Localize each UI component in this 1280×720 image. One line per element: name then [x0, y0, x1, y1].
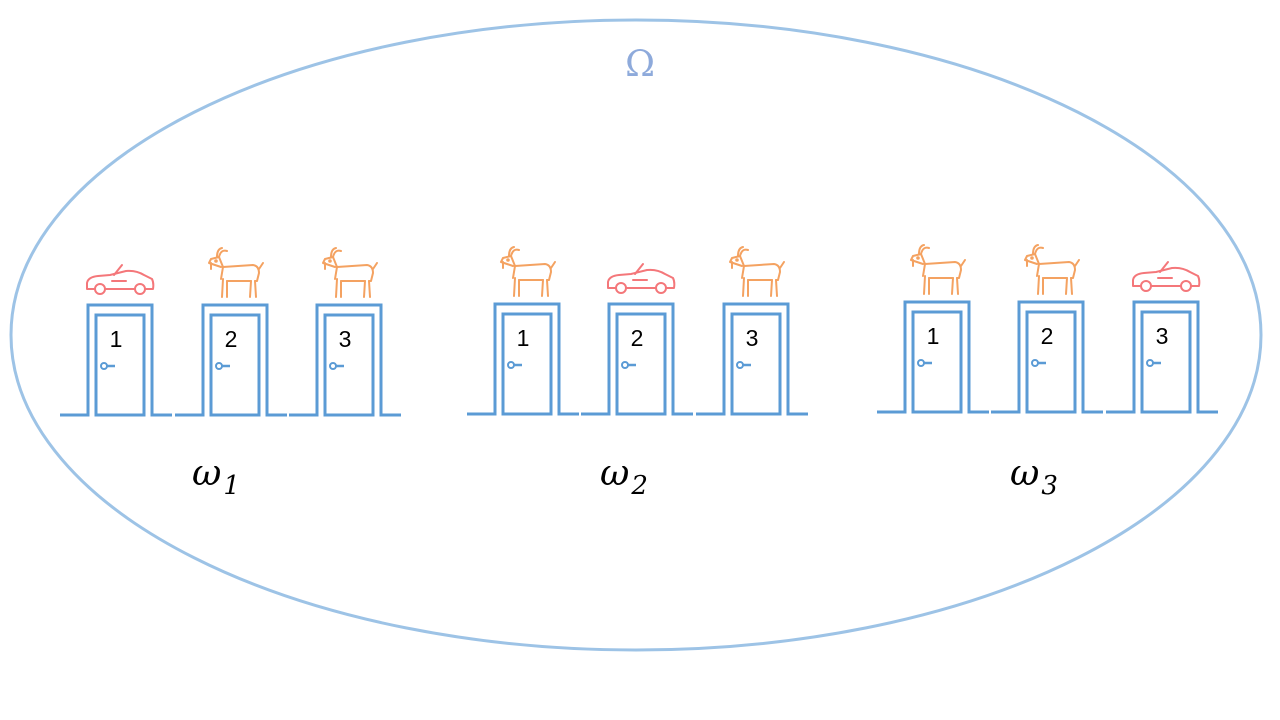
- outcome-label: ω2: [600, 453, 648, 501]
- door-number: 2: [1041, 323, 1054, 349]
- door-number: 1: [517, 325, 530, 351]
- door-3: 3: [696, 246, 808, 416]
- door-panel: [501, 312, 553, 416]
- door-frame: [289, 303, 401, 417]
- door-knob: [1031, 359, 1039, 367]
- door-frame: [696, 302, 808, 416]
- door-3: 3: [1106, 261, 1218, 414]
- car-icon: [607, 263, 676, 294]
- door-1: 1: [60, 264, 172, 417]
- door-number: 3: [1156, 323, 1169, 349]
- door-2: 2: [175, 247, 287, 417]
- door-knob: [917, 359, 925, 367]
- car-icon: [86, 264, 155, 295]
- door-panel: [615, 312, 667, 416]
- door-1: 1: [877, 244, 989, 414]
- door-panel: [1140, 310, 1192, 414]
- outcome-label-symbol: ω: [600, 453, 629, 494]
- door-knob: [215, 362, 223, 370]
- door-knob: [1146, 359, 1154, 367]
- outcome-label-symbol: ω: [192, 453, 221, 494]
- door-frame: [991, 300, 1103, 414]
- door-knob: [100, 362, 108, 370]
- outcome-label: ω1: [192, 453, 240, 501]
- door-knob: [329, 362, 337, 370]
- door-panel: [911, 310, 963, 414]
- goat-icon: [1024, 244, 1080, 295]
- door-frame: [467, 302, 579, 416]
- door-frame: [1106, 300, 1218, 414]
- outcome-label: ω3: [1010, 453, 1058, 501]
- door-number: 1: [927, 323, 940, 349]
- door-frame: [60, 303, 172, 417]
- goat-icon: [910, 244, 966, 295]
- outcome-label-subscript: 2: [630, 471, 648, 501]
- door-panel: [209, 313, 261, 417]
- door-frame: [175, 303, 287, 417]
- goat-icon: [500, 246, 556, 297]
- sample-space-label: Ω: [625, 44, 655, 85]
- goat-icon: [729, 246, 785, 297]
- door-number: 1: [110, 326, 123, 352]
- door-frame: [581, 302, 693, 416]
- door-2: 2: [581, 263, 693, 416]
- door-1: 1: [467, 246, 579, 416]
- door-number: 3: [339, 326, 352, 352]
- outcome-label-subscript: 3: [1041, 471, 1058, 501]
- outcome-label-symbol: ω: [1010, 453, 1039, 494]
- car-icon: [1132, 261, 1201, 292]
- outcome-label-subscript: 1: [223, 471, 240, 501]
- door-panel: [94, 313, 146, 417]
- goat-icon: [322, 247, 378, 298]
- door-panel: [730, 312, 782, 416]
- door-panel: [1025, 310, 1077, 414]
- door-knob: [621, 361, 629, 369]
- door-2: 2: [991, 244, 1103, 414]
- door-panel: [323, 313, 375, 417]
- goat-icon: [208, 247, 264, 298]
- door-knob: [507, 361, 515, 369]
- door-frame: [877, 300, 989, 414]
- sample-space-ellipse: [9, 18, 1263, 652]
- door-knob: [736, 361, 744, 369]
- door-number: 2: [631, 325, 644, 351]
- door-3: 3: [289, 247, 401, 417]
- door-number: 2: [225, 326, 238, 352]
- door-number: 3: [746, 325, 759, 351]
